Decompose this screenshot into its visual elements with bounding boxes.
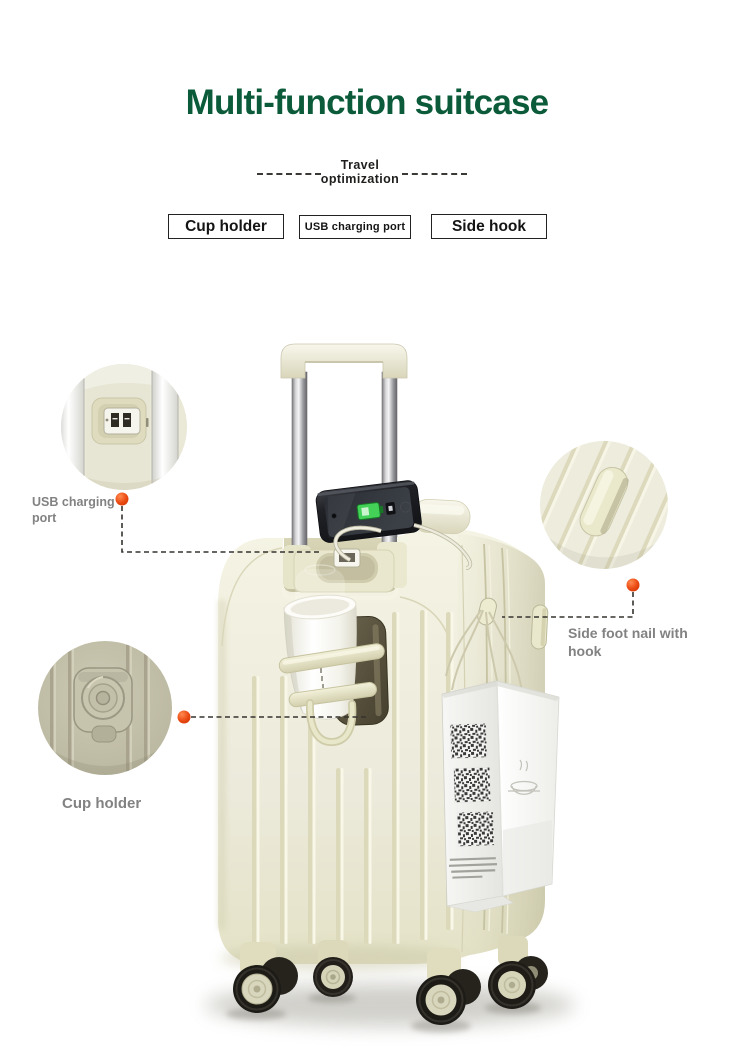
charging-cable (333, 523, 473, 570)
wheels (226, 936, 548, 1033)
coffee-cup-logo (508, 759, 540, 795)
hook-pointer-dot (626, 578, 640, 592)
usb-label-line1: USB charging (32, 495, 115, 509)
pointer-dots (115, 492, 640, 724)
tagline-dash-left (257, 173, 321, 175)
hook-label: Side foot nail with hook (568, 625, 688, 660)
wheel (233, 942, 298, 1013)
usb-port-panel (283, 542, 407, 593)
charger-plug-icon (384, 501, 397, 516)
cup-label: Cup holder (62, 795, 141, 812)
ground-shadow (205, 983, 575, 1027)
cup-label-line1: Cup holder (62, 795, 142, 812)
bag-text-lines (448, 857, 498, 879)
side-carry-handle (411, 498, 471, 535)
callout-circle-hook (540, 441, 668, 569)
callout-circle-usb (61, 364, 187, 490)
usb-label-line2: port (32, 511, 57, 525)
usb-pointer-dot (115, 492, 129, 506)
hook-pointer-line (502, 592, 634, 618)
trolley-handle (280, 343, 408, 561)
feature-box-label: USB charging port (304, 221, 406, 233)
feature-box-label: Cup holder (185, 217, 267, 235)
pointer-lines (121, 506, 634, 718)
tagline-dash-right (402, 173, 467, 175)
usb-pointer-line (121, 506, 322, 553)
phone (315, 480, 422, 543)
usb-label: USB charging port (32, 494, 115, 526)
cup-holder-bracket (278, 643, 385, 746)
tagline-line1: Travel (340, 158, 380, 172)
callout-circle-cup (38, 641, 172, 775)
hook-label-line1: Side foot nail with (568, 625, 688, 641)
wheel (416, 948, 481, 1025)
page-title: Multi-function suitcase (185, 83, 550, 122)
tagline-line2: optimization (320, 171, 400, 186)
feature-box-side-hook: Side hook (431, 214, 547, 239)
hook-label-line2: hook (568, 642, 602, 659)
qr-code (449, 723, 495, 847)
wheel (488, 936, 548, 1009)
cup-pointer-dot (177, 710, 191, 724)
bag-bottom (446, 895, 514, 913)
feature-box-usb-port: USB charging port (299, 215, 411, 239)
wheel (313, 940, 353, 997)
tagline: Travel optimization (300, 158, 420, 186)
feature-box-label: Side hook (451, 217, 527, 235)
paper-bag (441, 609, 560, 913)
battery-charging-icon (356, 502, 384, 521)
feature-box-cup-holder: Cup holder (168, 214, 284, 239)
foot-nail (530, 604, 549, 650)
phone-home-button (400, 501, 412, 513)
bag-strings (445, 609, 523, 693)
phone-camera-icon (331, 512, 337, 519)
